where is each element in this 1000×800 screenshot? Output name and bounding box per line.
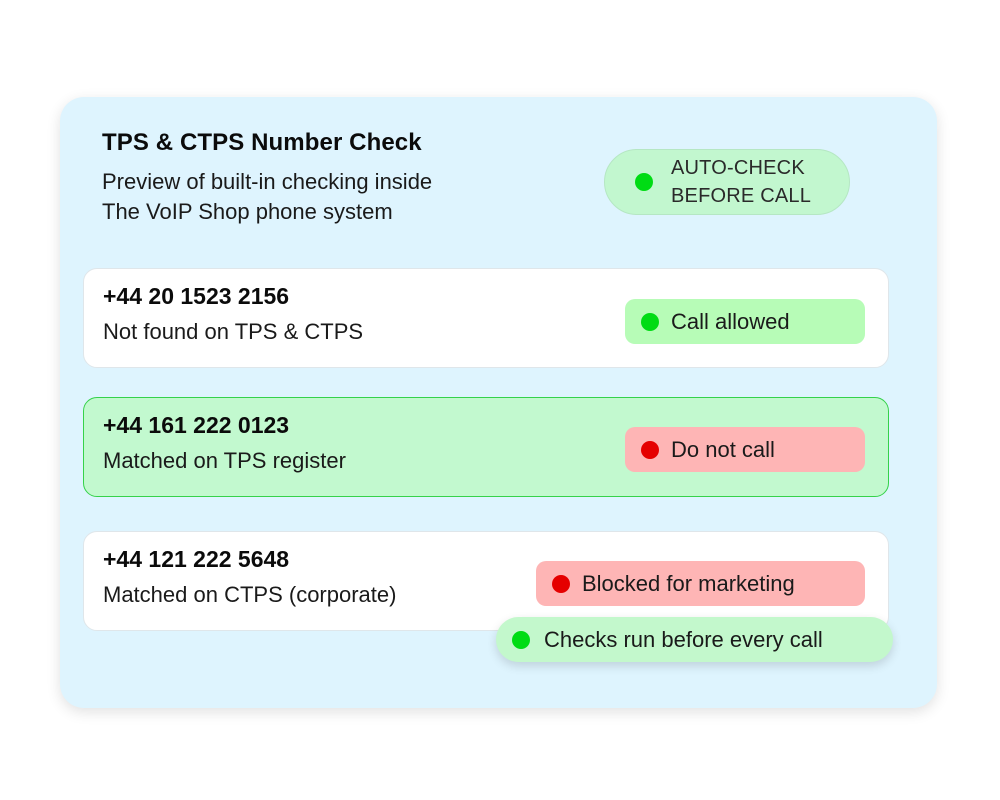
phone-number: +44 20 1523 2156 — [103, 283, 290, 309]
phone-number: +44 161 222 0123 — [103, 412, 290, 438]
check-result-description: Matched on TPS register — [103, 448, 346, 473]
status-badge-blocked-marketing: Blocked for marketing — [536, 561, 865, 606]
status-dot-icon — [635, 173, 653, 191]
number-row[interactable]: +44 121 222 5648 Matched on CTPS (corpor… — [83, 531, 889, 631]
tps-check-panel: TPS & CTPS Number Check Preview of built… — [60, 97, 937, 708]
auto-check-label: AUTO-CHECK BEFORE CALL — [671, 154, 811, 210]
status-badge-do-not-call: Do not call — [625, 427, 865, 472]
status-label: Do not call — [671, 436, 775, 462]
auto-check-badge: AUTO-CHECK BEFORE CALL — [604, 149, 850, 215]
status-dot-icon — [552, 574, 570, 593]
number-row-highlighted[interactable]: +44 161 222 0123 Matched on TPS register… — [83, 397, 889, 497]
checks-info-toast: Checks run before every call — [496, 617, 893, 662]
status-badge-call-allowed: Call allowed — [625, 299, 865, 344]
status-dot-icon — [641, 312, 659, 331]
subtitle-line-2: The VoIP Shop phone system — [102, 199, 393, 224]
panel-subtitle: Preview of built-in checking inside The … — [102, 167, 532, 227]
subtitle-line-1: Preview of built-in checking inside — [102, 169, 433, 194]
status-label: Blocked for marketing — [582, 570, 795, 596]
toast-label: Checks run before every call — [544, 626, 823, 652]
status-dot-icon — [641, 440, 659, 459]
check-result-description: Matched on CTPS (corporate) — [103, 582, 397, 607]
auto-check-line-1: AUTO-CHECK — [671, 157, 805, 179]
phone-number: +44 121 222 5648 — [103, 546, 290, 572]
number-row[interactable]: +44 20 1523 2156 Not found on TPS & CTPS… — [83, 268, 889, 368]
auto-check-line-2: BEFORE CALL — [671, 185, 812, 207]
status-label: Call allowed — [671, 308, 790, 334]
status-dot-icon — [512, 630, 530, 649]
check-result-description: Not found on TPS & CTPS — [103, 319, 364, 344]
panel-title: TPS & CTPS Number Check — [102, 129, 422, 156]
